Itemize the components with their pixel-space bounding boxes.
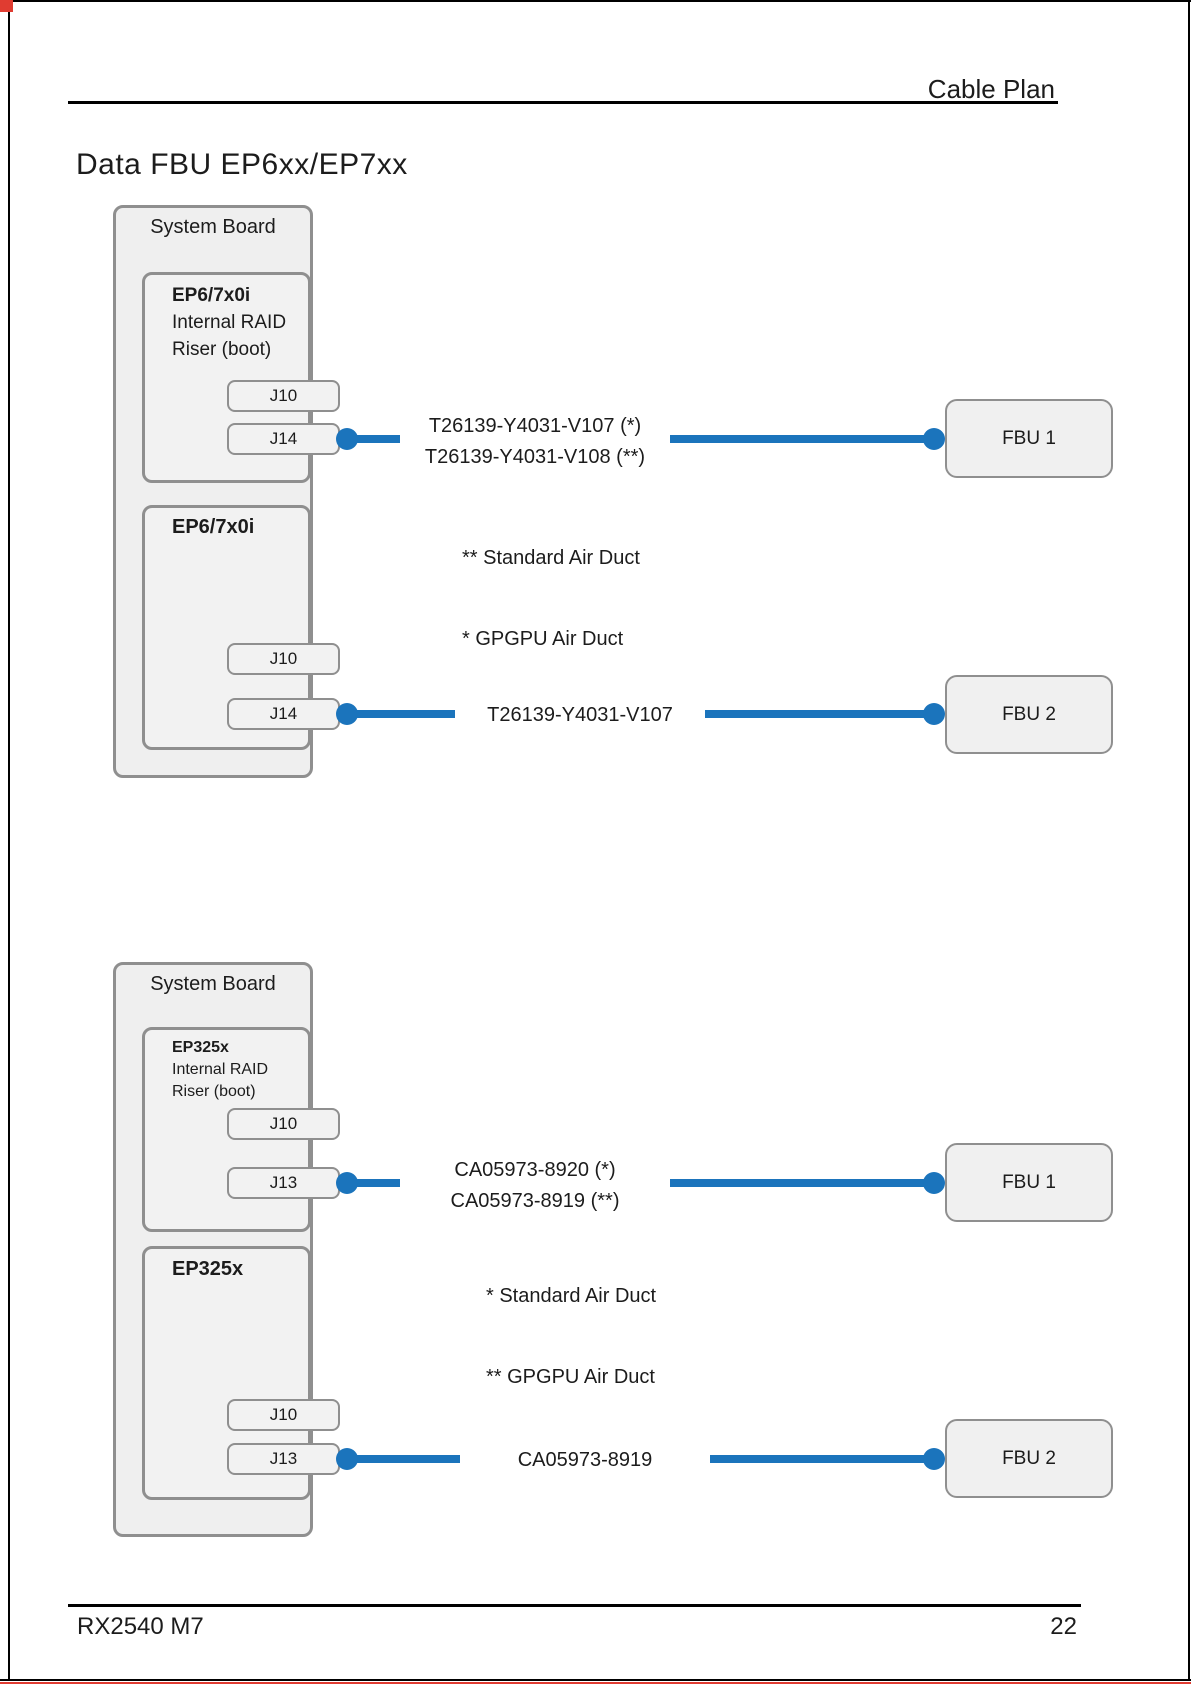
cable-endpoint-dot	[336, 1448, 358, 1470]
system-board-label: System Board	[150, 973, 276, 995]
riser-name: EP6/7x0i	[172, 285, 251, 306]
cable-part-number: T26139-Y4031-V107	[487, 704, 673, 726]
connector-j14: J14	[227, 423, 340, 455]
cable-label: T26139-Y4031-V107 (*) T26139-Y4031-V108 …	[400, 410, 670, 474]
cable-endpoint-dot	[923, 1172, 945, 1194]
page-title: Data FBU EP6xx/EP7xx	[76, 148, 408, 181]
cable-label: CA05973-8919	[460, 1444, 710, 1477]
connector-label: J10	[269, 386, 298, 405]
cable-endpoint-dot	[336, 428, 358, 450]
fbu-label: FBU 2	[1002, 1447, 1056, 1469]
cable-part-number: CA05973-8920 (*)	[454, 1159, 616, 1181]
connector-label: J14	[269, 429, 298, 448]
cable-part-number: CA05973-8919 (**)	[450, 1190, 620, 1212]
note-line: ** GPGPU Air Duct	[486, 1366, 655, 1388]
air-duct-notes: * Standard Air Duct ** GPGPU Air Duct	[486, 1229, 656, 1445]
footer-model: RX2540 M7	[77, 1613, 204, 1640]
fbu-box: FBU 1	[945, 399, 1113, 478]
riser-line2: Internal RAID	[172, 1061, 269, 1078]
cable-part-number: CA05973-8919	[517, 1449, 653, 1471]
cable-endpoint-dot	[923, 1448, 945, 1470]
cable-label: CA05973-8920 (*) CA05973-8919 (**)	[400, 1154, 670, 1218]
connector-label: J13	[269, 1173, 298, 1192]
raid-riser-title: EP6/7x0i Internal RAID Riser (boot)	[172, 282, 286, 363]
riser-name: EP325x	[172, 1258, 244, 1280]
connector-j13: J13	[227, 1167, 340, 1199]
connector-label: J10	[269, 1405, 298, 1424]
connector-label: J10	[269, 1114, 298, 1133]
riser-name: EP6/7x0i	[172, 516, 255, 538]
system-board-label: System Board	[150, 216, 276, 238]
running-header: Cable Plan	[927, 74, 1055, 104]
connector-j10: J10	[227, 380, 340, 412]
red-bottom-strip	[0, 1682, 1191, 1684]
connector-j10: J10	[227, 643, 340, 675]
connector-j13: J13	[227, 1443, 340, 1475]
connector-j10: J10	[227, 1399, 340, 1431]
fbu-box: FBU 1	[945, 1143, 1113, 1222]
fbu-label: FBU 1	[1002, 1171, 1056, 1193]
raid-riser-title: EP325x Internal RAID Riser (boot)	[172, 1037, 268, 1103]
riser-name: EP325x	[172, 1039, 229, 1056]
connector-label: J10	[269, 649, 298, 668]
connector-j14: J14	[227, 698, 340, 730]
header-rule	[68, 101, 1058, 104]
cable-endpoint-dot	[923, 428, 945, 450]
note-line: * Standard Air Duct	[486, 1285, 657, 1307]
page-border-right	[1188, 0, 1190, 1681]
cable-label: T26139-Y4031-V107	[455, 699, 705, 732]
cable-endpoint-dot	[923, 703, 945, 725]
note-line: ** Standard Air Duct	[462, 547, 640, 569]
fbu-box: FBU 2	[945, 1419, 1113, 1498]
note-line: * GPGPU Air Duct	[462, 628, 624, 650]
connector-label: J13	[269, 1449, 298, 1468]
riser-line3: Riser (boot)	[172, 339, 272, 360]
cable-endpoint-dot	[336, 1172, 358, 1194]
footer-page-number: 22	[1050, 1613, 1077, 1640]
air-duct-notes: ** Standard Air Duct * GPGPU Air Duct	[462, 491, 640, 707]
fbu-label: FBU 1	[1002, 427, 1056, 449]
cable-part-number: T26139-Y4031-V107 (*)	[428, 415, 642, 437]
fbu-label: FBU 2	[1002, 703, 1056, 725]
page-border-left	[8, 0, 10, 1681]
connector-label: J14	[269, 704, 298, 723]
footer-rule	[68, 1604, 1081, 1607]
riser-line3: Riser (boot)	[172, 1083, 256, 1100]
cable-endpoint-dot	[336, 703, 358, 725]
fbu-box: FBU 2	[945, 675, 1113, 754]
red-corner-mark	[0, 0, 13, 12]
connector-j10: J10	[227, 1108, 340, 1140]
cable-part-number: T26139-Y4031-V108 (**)	[424, 446, 646, 468]
page-border-top	[0, 0, 1191, 2]
riser-line2: Internal RAID	[172, 312, 287, 333]
page-border-bottom	[0, 1679, 1191, 1681]
